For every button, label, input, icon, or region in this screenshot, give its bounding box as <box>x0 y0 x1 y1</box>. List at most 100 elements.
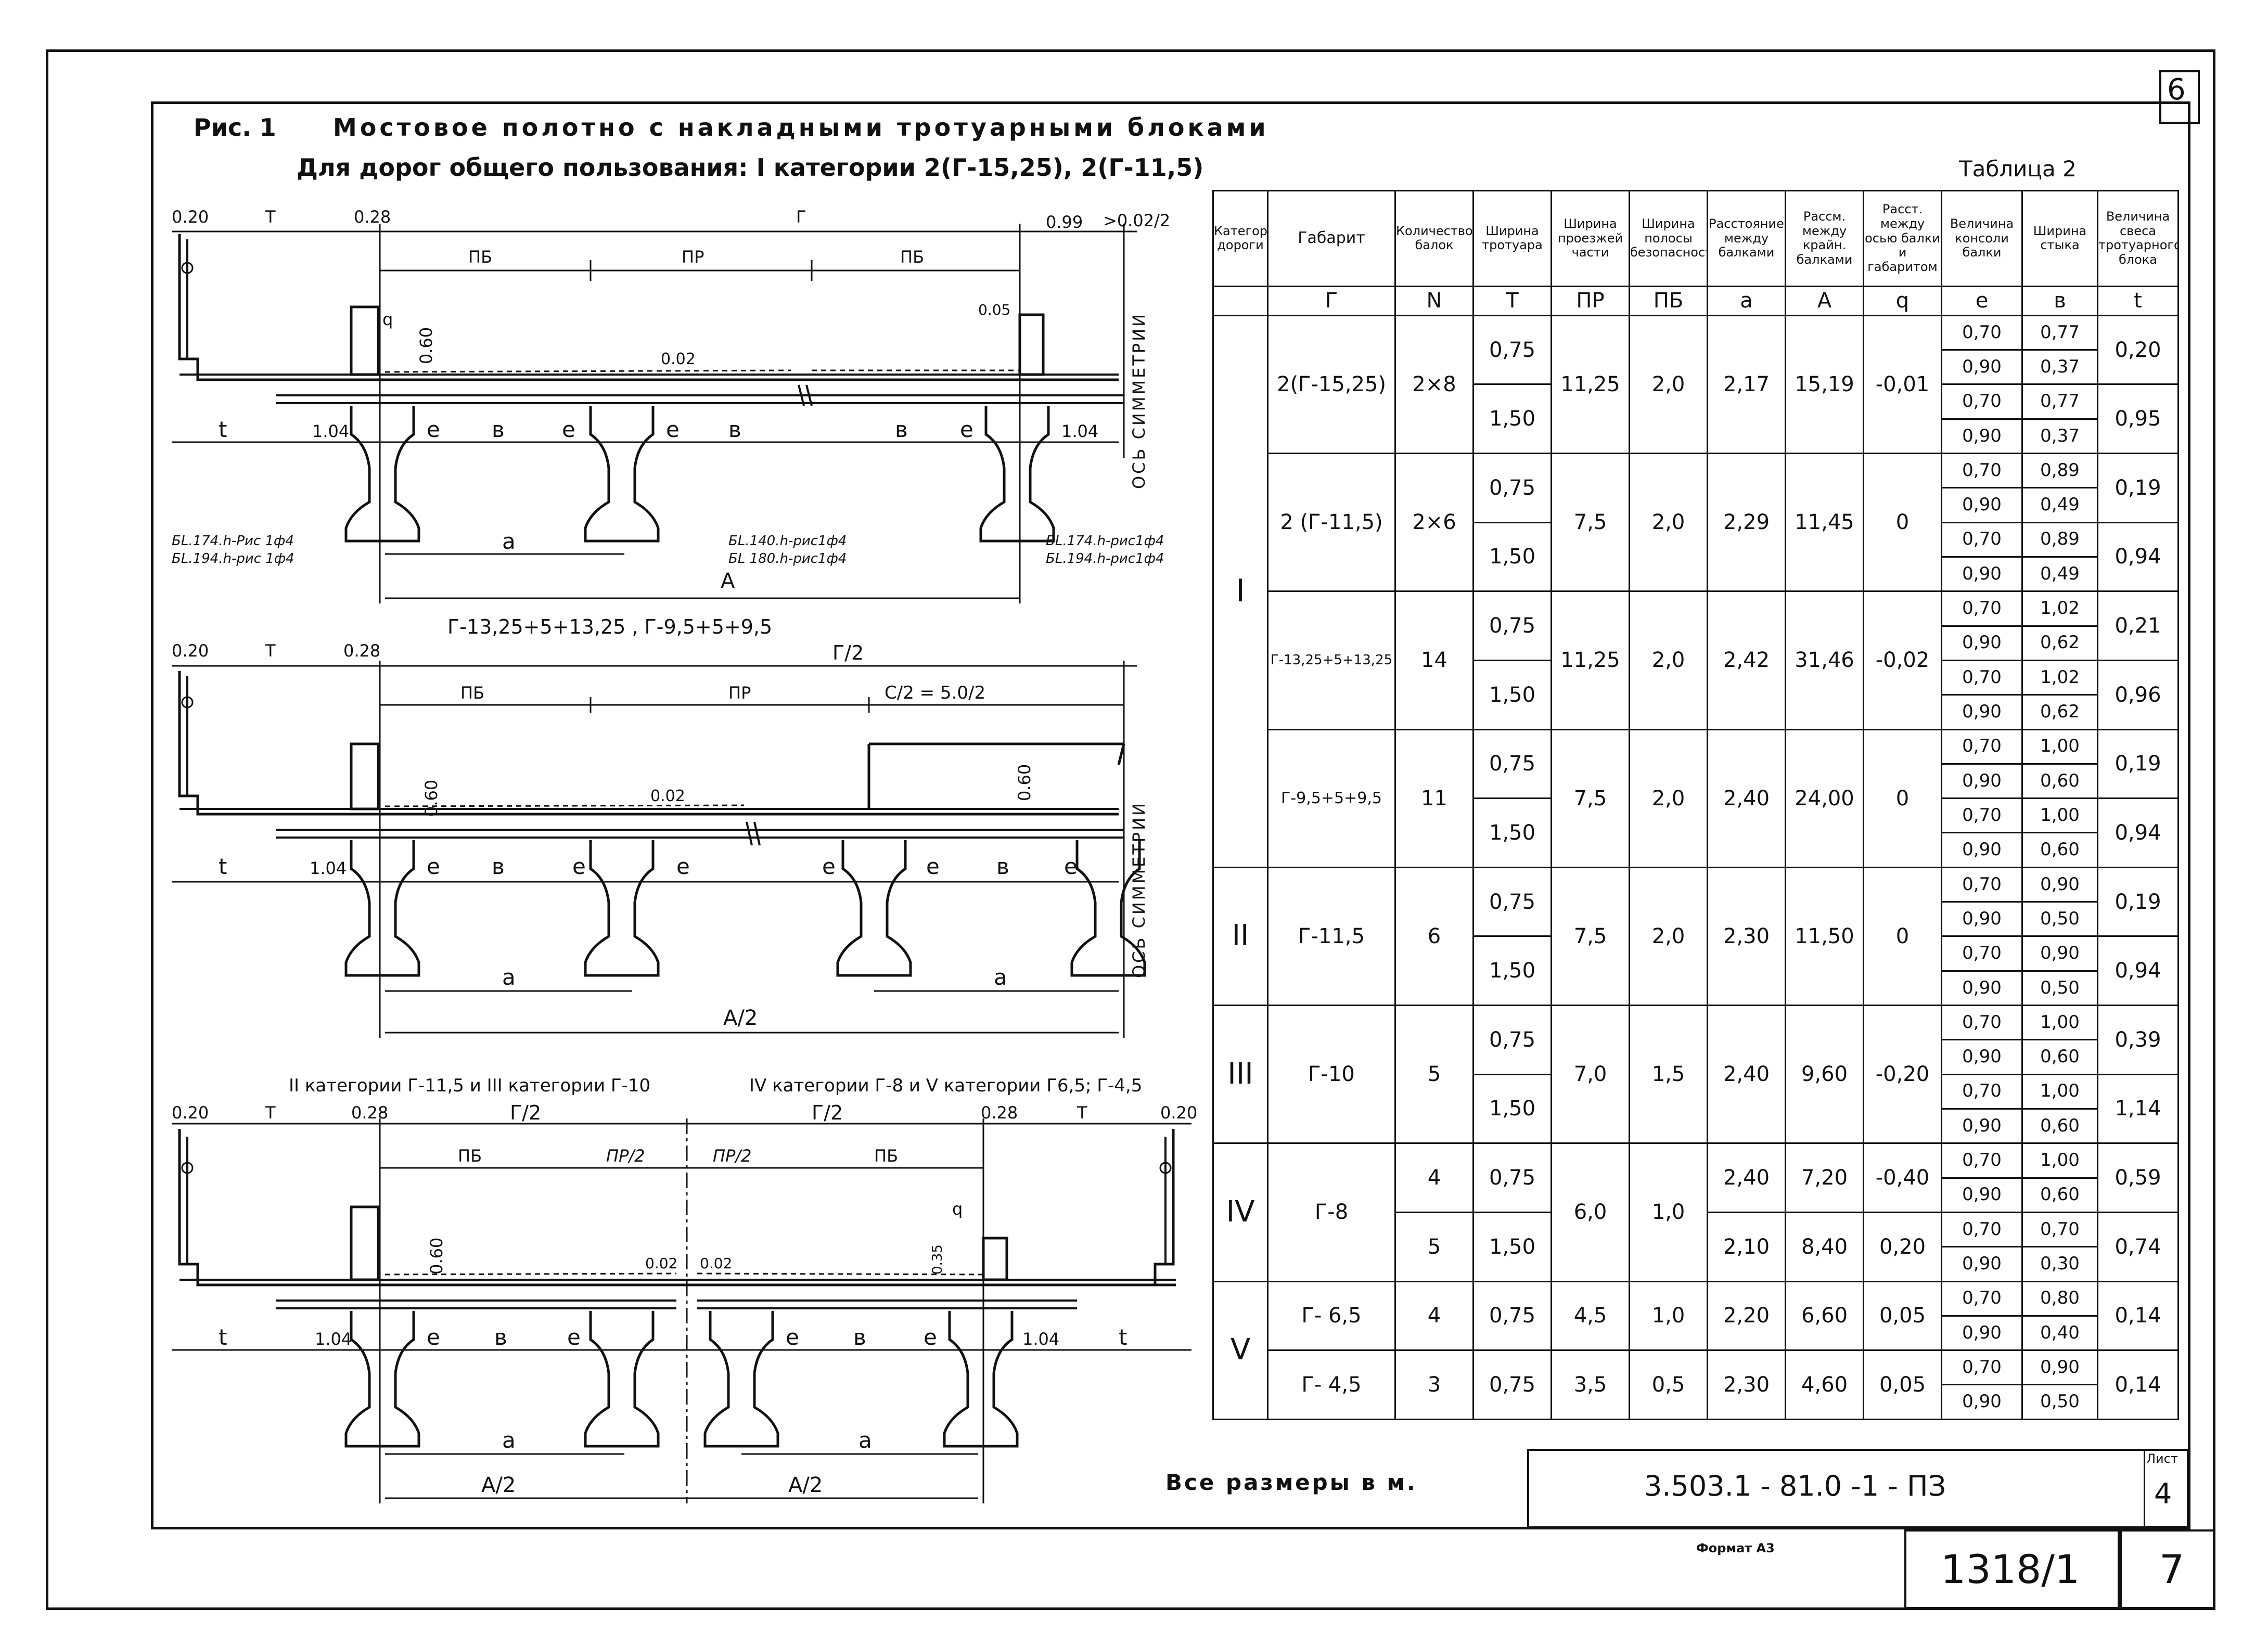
b-cell: 0,89 <box>2021 452 2098 489</box>
tt-cell: 0,95 <box>2097 383 2179 454</box>
figure-label: Рис. 1 <box>194 113 276 141</box>
d2-dim-e1: e <box>427 854 440 879</box>
A-cell: 15,19 <box>1785 314 1864 455</box>
d1-dim-q: q <box>382 310 393 329</box>
d3-dim-e1: e <box>427 1324 440 1350</box>
d2-dim-060-left: 0.60 <box>421 780 441 817</box>
tt-cell: 0,20 <box>2097 314 2179 385</box>
d3-dim-slope-left: 0.02 <box>645 1255 677 1272</box>
diagram3-section <box>172 1118 1191 1503</box>
b-cell: 0,50 <box>2021 901 2098 937</box>
archive-box <box>1904 1529 2122 1609</box>
sheet-corner-box <box>2159 70 2200 124</box>
e-cell: 0,70 <box>1941 659 2023 696</box>
d1-axis-label: ОСЬ СИММЕТРИИ <box>1129 312 1149 489</box>
d3-dim-028-right: 0.28 <box>981 1103 1018 1123</box>
gab-cell: Г- 6,5 <box>1267 1280 1396 1352</box>
t-cell: 1,50 <box>1472 935 1552 1006</box>
sheet-number: 4 <box>2154 1477 2172 1510</box>
tt-cell: 0,19 <box>2097 453 2179 523</box>
d3-dim-t-right: t <box>1119 1324 1127 1350</box>
t-cell: 0,75 <box>1472 453 1552 523</box>
q-cell: -0,20 <box>1863 1004 1942 1144</box>
q-cell: 0,05 <box>1863 1349 1942 1420</box>
b-cell: 1,00 <box>2021 797 2098 834</box>
b-cell: 0,70 <box>2021 1211 2098 1248</box>
q-cell: -0,40 <box>1863 1142 1942 1213</box>
b-cell: 0,50 <box>2021 970 2098 1007</box>
b-cell: 0,89 <box>2021 521 2098 558</box>
d2-dim-060-right: 0.60 <box>1015 764 1034 801</box>
d3-dim-q: q <box>952 1199 963 1219</box>
n-cell: 5 <box>1394 1211 1474 1282</box>
d3-dim-a-left: a <box>502 1427 516 1453</box>
e-cell: 0,70 <box>1941 521 2023 558</box>
gab-cell: Г- 4,5 <box>1267 1349 1396 1420</box>
d2-dim-104: 1.04 <box>310 858 347 878</box>
q-cell: 0,05 <box>1863 1280 1942 1352</box>
table-caption: Таблица 2 <box>1959 156 2077 182</box>
format-label: Формат А3 <box>1696 1541 1775 1555</box>
cat-I: I <box>1212 314 1268 868</box>
d3-dim-T-left: T <box>265 1103 276 1123</box>
d3-dim-e2: e <box>567 1324 581 1350</box>
n-cell: 4 <box>1394 1280 1474 1352</box>
tt-cell: 0,59 <box>2097 1142 2179 1213</box>
d1-beam-mid-2: БL 180.h-рис1ф4 <box>728 551 847 567</box>
d1-dim-020: 0.20 <box>172 207 209 227</box>
page-number: 7 <box>2159 1546 2185 1592</box>
a-cell: 2,17 <box>1707 314 1786 455</box>
sym-a: a <box>1707 285 1786 316</box>
e-cell: 0,90 <box>1941 418 2023 455</box>
e-cell: 0,70 <box>1941 1073 2023 1110</box>
d3-dim-t-left: t <box>219 1324 227 1350</box>
e-cell: 0,90 <box>1941 1315 2023 1352</box>
t-cell: 0,75 <box>1472 1280 1552 1352</box>
d1-dim-slope: 0.02 <box>661 350 696 368</box>
A-cell: 24,00 <box>1785 728 1864 868</box>
hdr-pb: Ширина полосы безопасности <box>1629 190 1708 287</box>
cat-IV: IV <box>1212 1142 1268 1282</box>
cat-II: II <box>1212 866 1268 1007</box>
tt-cell: 0,19 <box>2097 866 2179 937</box>
pr-cell: 4,5 <box>1551 1280 1630 1352</box>
b-cell: 0,80 <box>2021 1280 2098 1317</box>
sym-A: A <box>1785 285 1864 316</box>
d3-dim-b2: в <box>853 1324 866 1350</box>
d3-dim-e4: e <box>924 1324 937 1350</box>
tt-cell: 0,21 <box>2097 590 2179 661</box>
outer-frame <box>46 49 2215 1610</box>
d2-dim-020: 0.20 <box>172 641 209 661</box>
d2-dim-b2: в <box>996 854 1009 879</box>
d2-dim-e4: e <box>822 854 836 879</box>
t-cell: 1,50 <box>1472 521 1552 593</box>
A-cell: 4,60 <box>1785 1349 1864 1420</box>
q-cell: 0 <box>1863 728 1942 868</box>
e-cell: 0,90 <box>1941 1177 2023 1213</box>
tt-cell: 0,94 <box>2097 935 2179 1006</box>
b-cell: 1,02 <box>2021 590 2098 627</box>
e-cell: 0,90 <box>1941 1039 2023 1075</box>
t-cell: 1,50 <box>1472 659 1552 730</box>
d2-axis-label: ОСЬ СИММЕТРИИ <box>1129 801 1149 978</box>
b-cell: 0,50 <box>2021 1384 2098 1420</box>
gab-cell: Г-13,25+5+13,25 <box>1267 590 1396 730</box>
n-cell: 14 <box>1394 590 1474 730</box>
b-cell: 0,60 <box>2021 1177 2098 1213</box>
A-cell: 11,50 <box>1785 866 1864 1007</box>
n-cell: 4 <box>1394 1142 1474 1213</box>
gab-cell: 2 (Г-11,5) <box>1267 452 1396 593</box>
d3-heading-left: II категории Г-11,5 и III категории Г-10 <box>289 1075 650 1096</box>
d3-dim-T-right: T <box>1077 1103 1087 1123</box>
b-cell: 0,90 <box>2021 1349 2098 1386</box>
n-cell: 2×6 <box>1394 452 1474 593</box>
d2-dim-slope: 0.02 <box>650 787 685 805</box>
pb-cell: 2,0 <box>1629 452 1708 593</box>
b-cell: 0,60 <box>2021 1108 2098 1144</box>
q-cell: 0 <box>1863 452 1942 593</box>
d3-dim-020-left: 0.20 <box>172 1103 209 1123</box>
gab-cell: Г-9,5+5+9,5 <box>1267 728 1396 868</box>
a-cell: 2,40 <box>1707 1142 1786 1213</box>
tt-cell: 0,94 <box>2097 797 2179 868</box>
d3-dim-035: 0.35 <box>930 1244 945 1275</box>
